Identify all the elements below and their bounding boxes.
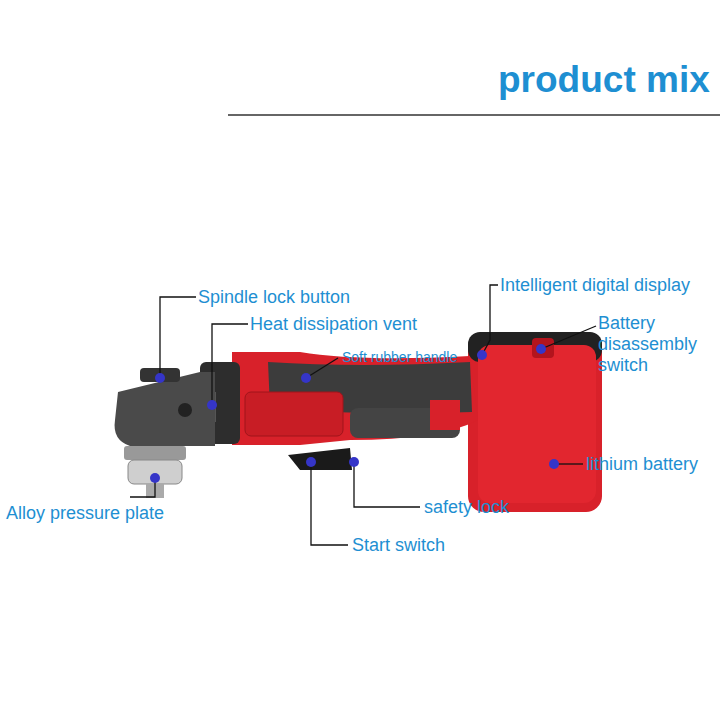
battery-face xyxy=(478,345,596,503)
part-label: lithium battery xyxy=(586,454,720,475)
pressure-plate xyxy=(128,460,182,484)
handle-socket xyxy=(178,403,192,417)
gear-head xyxy=(115,372,215,446)
title-rule xyxy=(228,114,720,116)
start-switch xyxy=(288,448,352,470)
leader-lines xyxy=(130,285,596,545)
part-label: Intelligent digital display xyxy=(500,275,718,296)
part-label: Spindle lock button xyxy=(198,287,398,308)
part-label: safety lock xyxy=(424,497,564,518)
part-label: Battery disassembly switch xyxy=(598,313,716,376)
grip-vent xyxy=(430,400,460,430)
part-label: Soft rubber handle xyxy=(342,347,522,368)
part-label: Alloy pressure plate xyxy=(6,503,206,524)
part-label: Start switch xyxy=(352,535,492,556)
motor-housing xyxy=(232,352,478,445)
spindle-guard xyxy=(124,446,186,460)
callout-dots xyxy=(150,344,559,483)
battery-switch xyxy=(532,338,554,358)
battery-body xyxy=(468,332,602,512)
part-label: Heat dissipation vent xyxy=(250,314,470,335)
title: product mix xyxy=(498,58,710,102)
side-panel xyxy=(245,392,343,436)
